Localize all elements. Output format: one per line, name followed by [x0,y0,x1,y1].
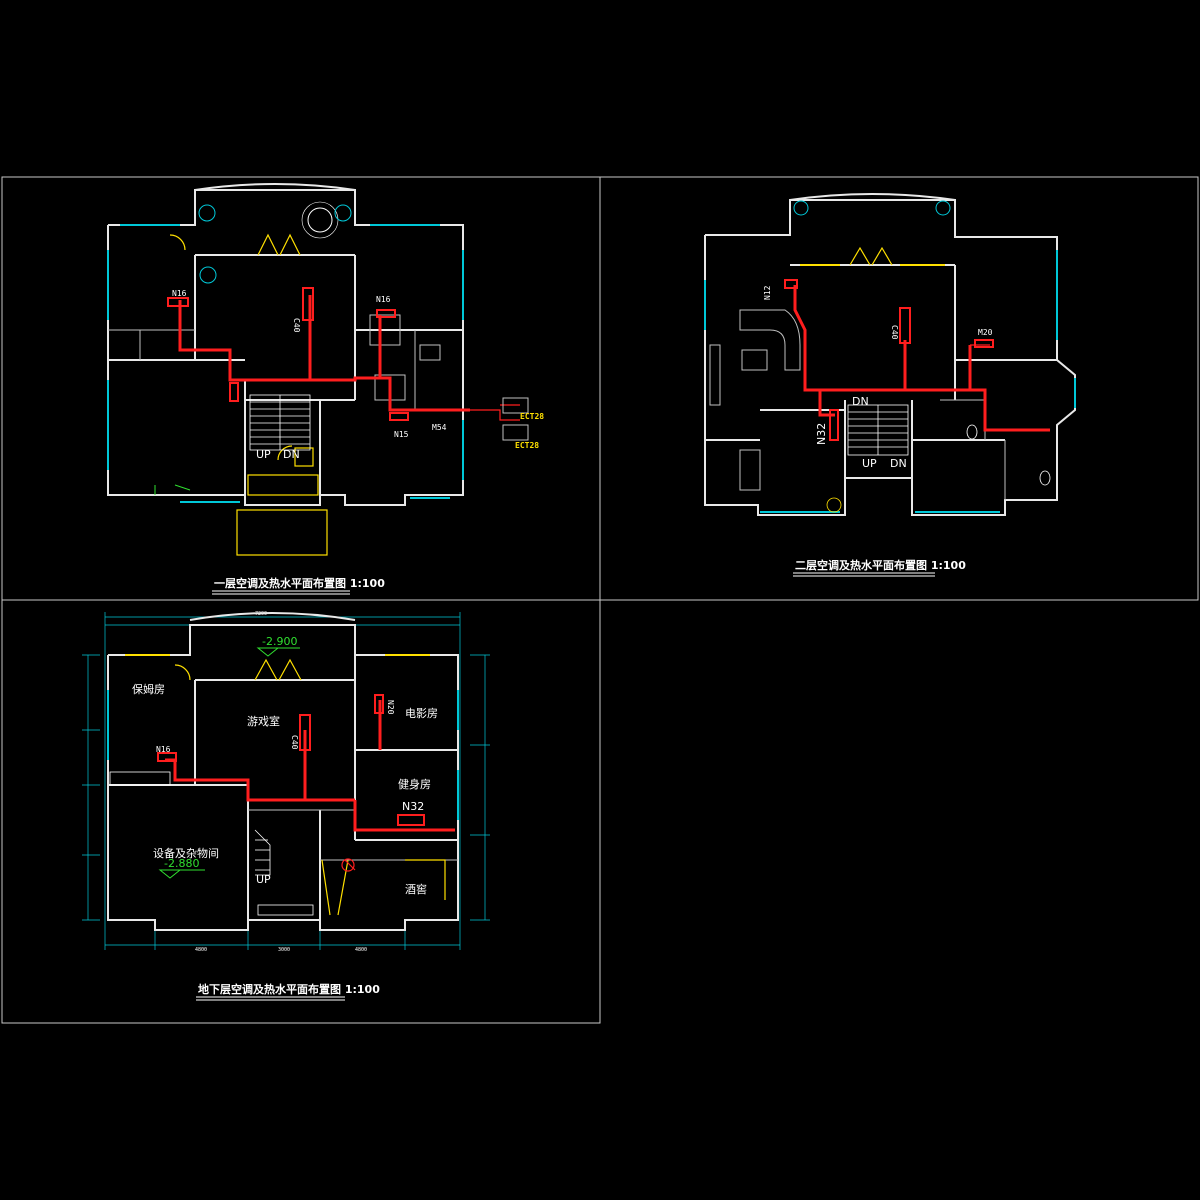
door-entrance-double [257,233,301,256]
room-cinema: 电影房 [405,707,438,720]
column [294,447,314,467]
second-floor-outer-wall [704,199,1076,516]
entry-mat [247,474,319,496]
label-n20: N20 [386,700,395,715]
label-m54: M54 [432,423,447,432]
room-cellar: 酒窖 [405,882,427,896]
label-n16b: N16 [376,295,391,304]
door-balcony-double [849,246,893,266]
title-second-floor: 二层空调及热水平面布置图 1:100 [795,558,966,572]
cabinet [419,344,441,361]
frame-second-floor [599,176,1199,601]
plant [198,204,216,222]
toilet-fixture [1039,470,1051,486]
second-floor-plan: UP DN DN N32 N12 C40 M20 二层空调及热水平面布置图 1:… [704,193,1076,577]
plant [793,200,809,216]
unit-n16 [167,297,189,307]
second-floor-bay-arc [789,193,956,201]
basement-outer-wall [107,624,459,931]
frame-basement [1,599,601,1024]
toilet-fixture [966,424,978,440]
outdoor-unit [502,397,529,414]
kitchen-counter [369,314,401,346]
door-cellar [321,859,349,916]
dim-bottom-2: 3000 [278,947,290,953]
plant [935,200,951,216]
island [741,349,768,371]
label-n15: N15 [394,430,409,439]
unit-n32 [397,814,425,826]
room-game: 游戏室 [247,714,280,728]
unit-n16b [376,309,396,318]
first-floor-plan: UP DN N16 N16 N15 C40 M54 ECT28 ECT28 一层… [107,183,544,595]
door-double [254,658,302,681]
stairs-basement [109,771,314,916]
label-n16: N16 [172,289,187,298]
title-first-floor: 一层空调及热水平面布置图 1:100 [214,576,385,590]
label-up: UP [256,448,271,461]
outdoor-unit [502,424,529,441]
entrance-steps [236,509,328,556]
label-n32: N32 [402,800,424,813]
label-dn2: DN [890,457,907,470]
label-n32: N32 [815,423,828,445]
label-up: UP [862,457,877,470]
basement-plan: 7200 4800 3000 4800 -2.900 [82,611,490,1001]
dim-bottom-1: 4800 [195,947,207,953]
label-dn: DN [852,395,869,408]
basement-dimensions [82,612,490,950]
room-equipment: 设备及杂物间 [153,846,219,860]
basement-bay-arc [189,612,356,621]
unit-n16 [157,752,177,762]
label-outdoor-2: ECT28 [515,441,539,450]
pipes-first-floor [178,295,520,421]
leader [154,484,191,495]
room-gym: 健身房 [398,777,431,791]
level-top: -2.900 [262,635,297,648]
dining-table [307,207,333,233]
plant [334,204,352,222]
cellar-rack [405,859,446,900]
unit-c40 [899,307,911,344]
dining-chairs-ring [301,201,339,239]
unit-n16-stair [229,382,239,402]
unit-n32 [829,409,839,441]
dim-bottom-3: 4800 [355,947,367,953]
label-n16: N16 [156,745,171,754]
water-heater [341,858,355,872]
unit-n15 [389,412,409,421]
label-m20: M20 [978,328,993,337]
door-swing [174,664,191,681]
label-up: UP [256,873,271,886]
level-bottom: -2.880 [164,857,199,870]
plant [826,497,842,513]
first-floor-bay-arc [194,183,356,191]
cabinet [739,449,761,491]
label-c40: C40 [890,325,899,340]
room-nanny: 保姆房 [132,682,165,696]
stairs-first-floor [249,394,311,451]
label-n12: N12 [763,285,772,300]
plant [199,266,217,284]
title-basement: 地下层空调及热水平面布置图 1:100 [198,982,380,996]
sheet-frames [1,176,1199,1024]
label-c40: C40 [292,318,301,333]
unit-m20 [974,339,994,348]
pipes-second-floor [793,285,1050,432]
door-swing [169,234,186,251]
level-marker-top [256,647,300,657]
kitchen-appliances [709,344,721,406]
unit-c40 [302,287,314,321]
unit-c40 [299,714,311,751]
label-dn: DN [283,448,300,461]
label-outdoor-1: ECT28 [520,412,544,421]
level-marker-bottom [158,869,205,879]
frame-first-floor [1,176,601,601]
kitchen-counter [739,309,801,371]
unit-n20 [374,694,384,714]
stairs-second-floor [847,404,909,456]
label-c40: C40 [290,735,299,750]
unit-n12 [784,279,798,289]
